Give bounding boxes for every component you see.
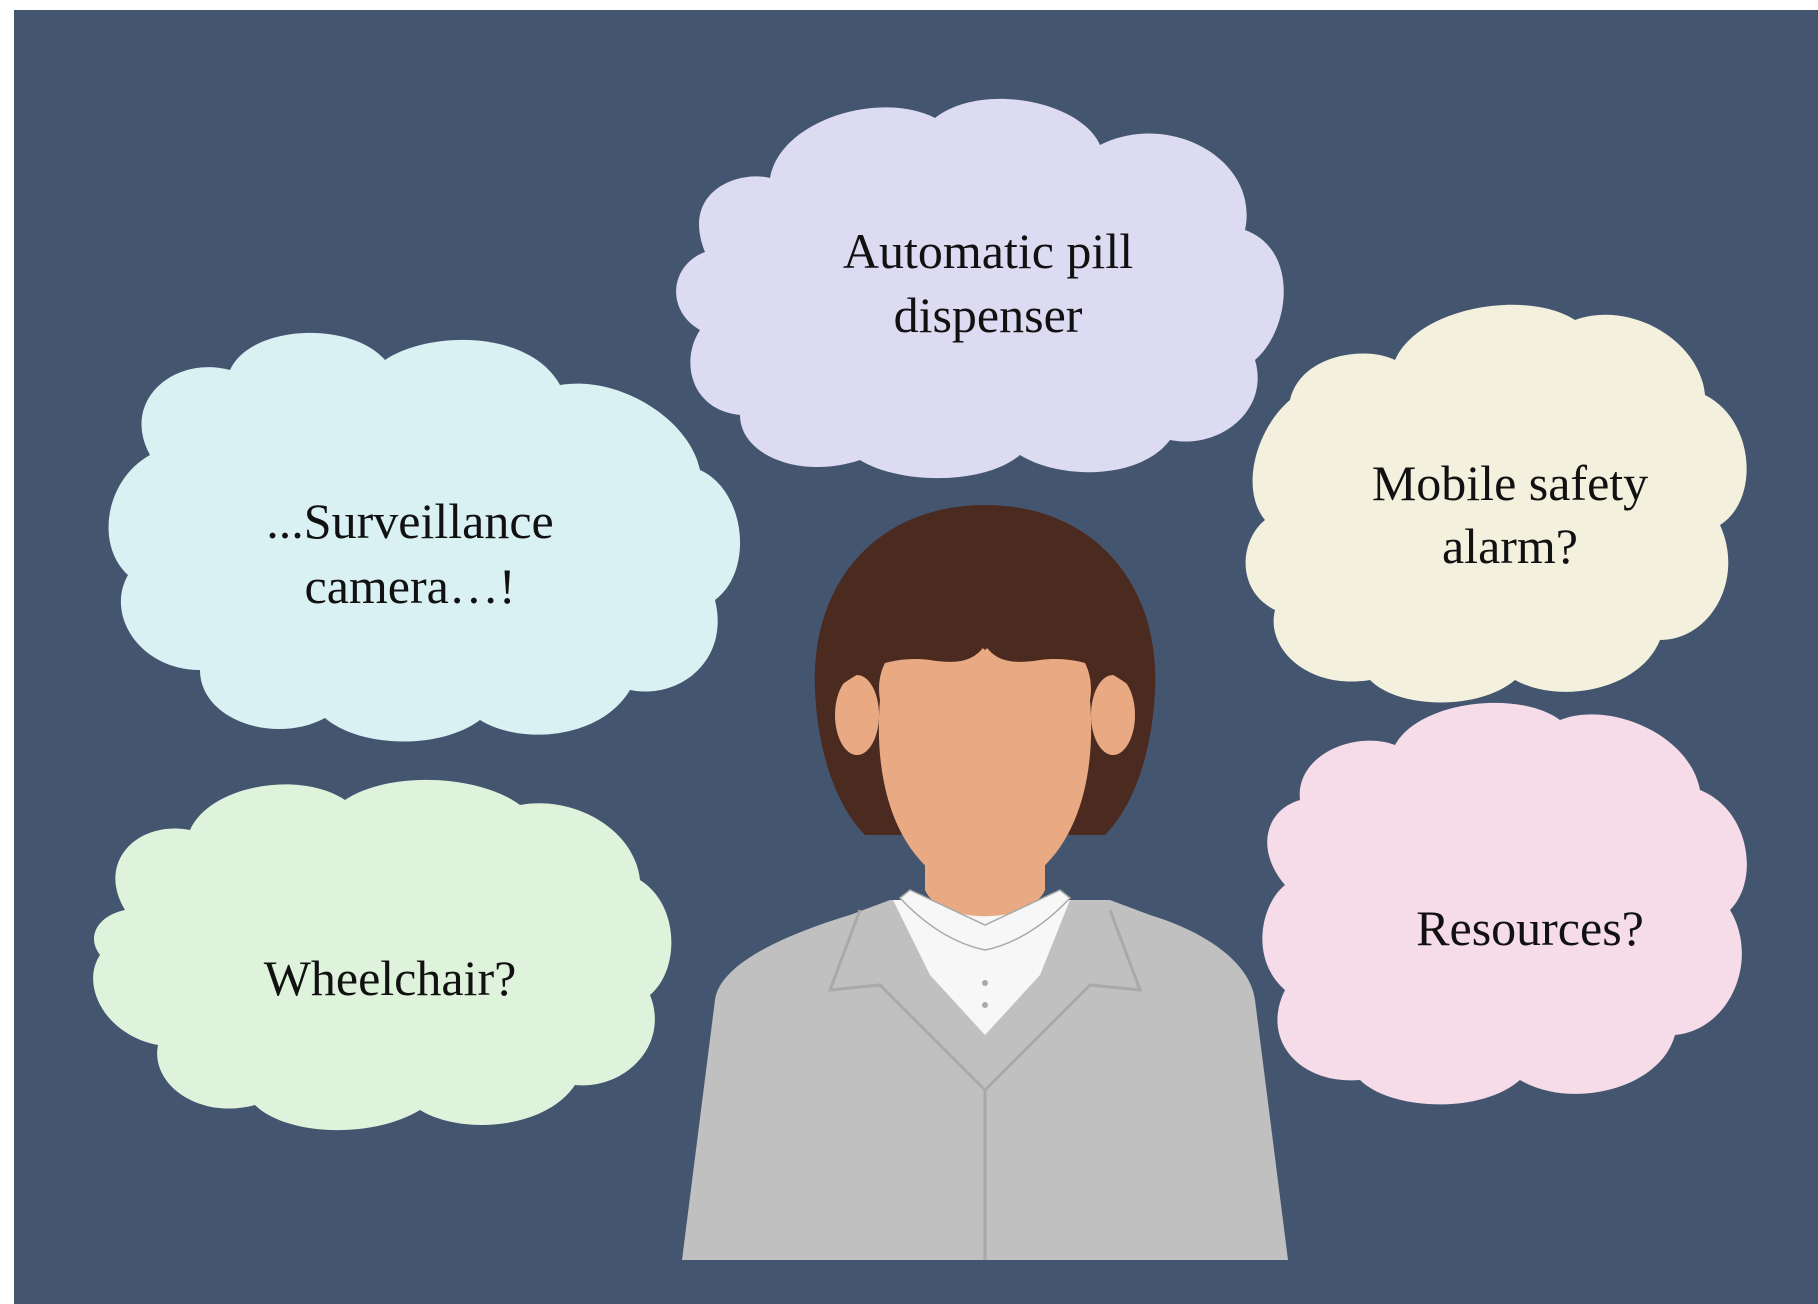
cloud-right-upper-line-1: Mobile safety [1372, 455, 1648, 511]
thought-cloud-icon [676, 98, 1284, 479]
cloud-left-lower-line-1: Wheelchair? [264, 950, 517, 1006]
cloud-left-upper-line-1: ...Surveillance [266, 493, 553, 549]
cloud-top-line-1: Automatic pill [843, 223, 1133, 279]
cloud-top-line-2: dispenser [894, 287, 1083, 343]
face [878, 631, 1092, 889]
shirt-collar [898, 889, 1072, 951]
thought-cloud-right-upper: Mobile safety alarm? [1245, 304, 1747, 703]
ear-right [1091, 675, 1135, 755]
thought-cloud-left-upper: ...Surveillance camera…! [108, 332, 741, 742]
cloud-right-upper-line-2: alarm? [1442, 518, 1578, 574]
person-figure [682, 505, 1288, 1260]
thought-cloud-icon [93, 779, 672, 1131]
thought-cloud-icon [1262, 702, 1747, 1105]
cloud-right-lower-line-1: Resources? [1416, 900, 1644, 956]
ear-left [835, 675, 879, 755]
hair-fringe [834, 530, 1136, 690]
shirt-button [982, 980, 988, 986]
thought-cloud-right-lower: Resources? [1262, 702, 1747, 1105]
thought-cloud-icon [1245, 304, 1747, 703]
thought-cloud-icon [108, 332, 741, 742]
shirt-button [982, 1002, 988, 1008]
thought-cloud-left-lower: Wheelchair? [93, 779, 672, 1131]
thought-cloud-top: Automatic pill dispenser [676, 98, 1284, 479]
jacket-collar [827, 909, 1143, 1260]
cloud-left-upper-line-2: camera…! [305, 558, 516, 614]
person-avatar-icon [682, 505, 1288, 1260]
